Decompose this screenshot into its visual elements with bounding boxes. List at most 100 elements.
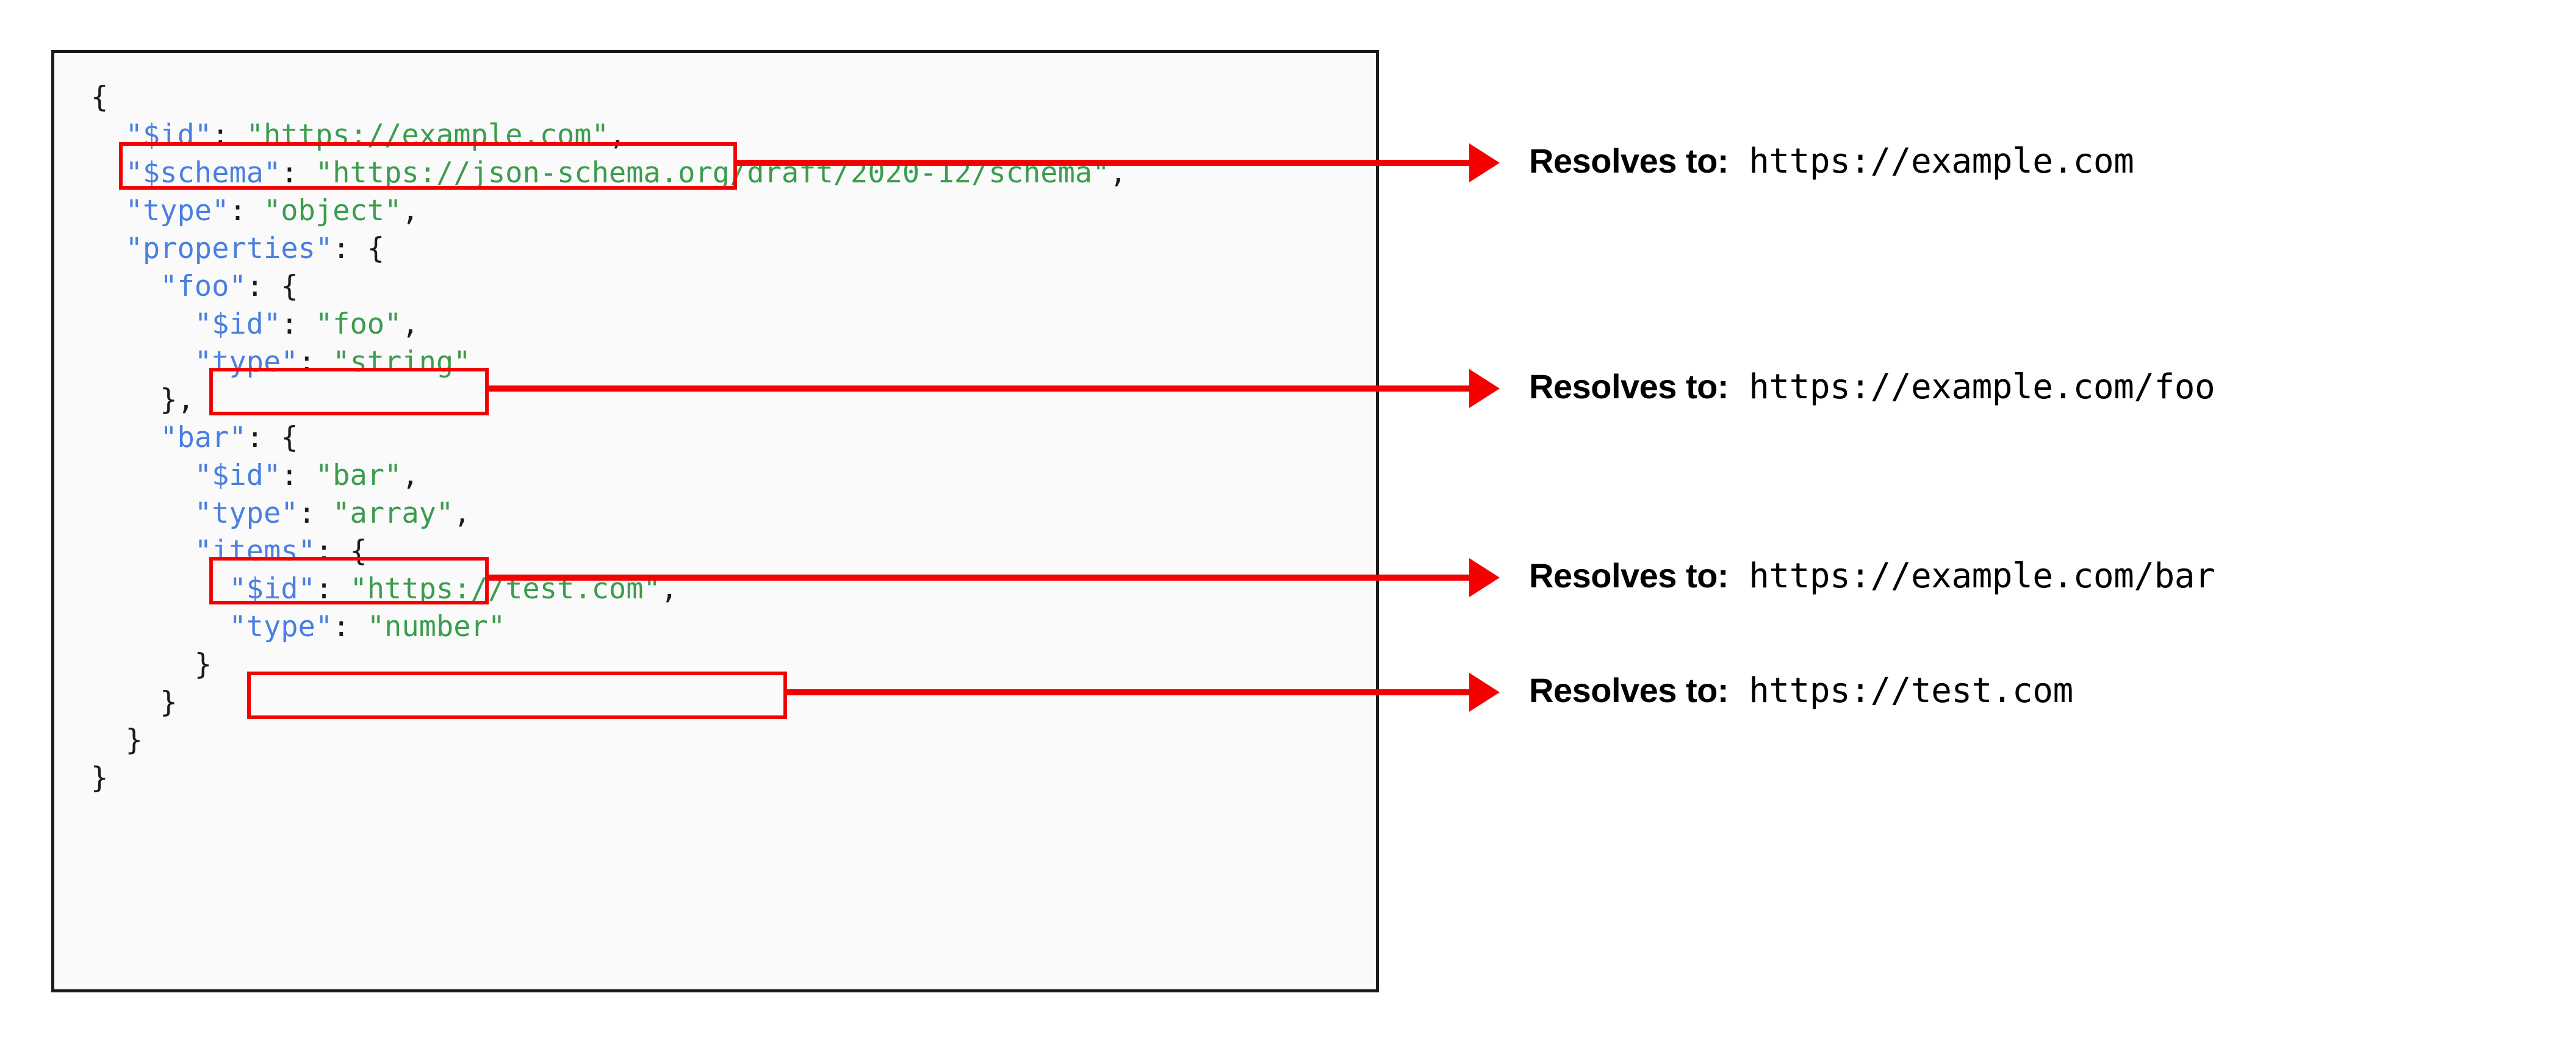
- code-token-string: "object": [263, 194, 402, 228]
- code-token-punct: :: [229, 194, 264, 228]
- code-token-key: "type": [125, 194, 229, 228]
- code-line: "$id": "foo",: [91, 306, 1127, 343]
- resolved-uri-value: https://example.com: [1749, 142, 2134, 181]
- code-indent: [91, 610, 229, 643]
- code-token-key: "$schema": [125, 156, 281, 190]
- resolved-uri-value: https://test.com: [1749, 671, 2073, 711]
- code-token-key: "bar": [160, 421, 246, 454]
- annotation-items: Resolves to: https://test.com: [1529, 673, 2073, 708]
- code-token-key: "foo": [160, 270, 246, 303]
- code-line: }: [91, 684, 1127, 722]
- code-indent: [91, 383, 160, 417]
- code-indent: [91, 232, 126, 265]
- code-indent: [91, 686, 160, 719]
- resolved-uri-value: https://example.com/foo: [1749, 367, 2215, 407]
- code-line: {: [91, 79, 1127, 116]
- arrow-root-head: [1469, 143, 1500, 182]
- code-line: "items": {: [91, 532, 1127, 570]
- code-line: }: [91, 759, 1127, 797]
- code-token-key: "properties": [125, 232, 333, 265]
- resolves-to-spacer: [1729, 556, 1749, 596]
- code-token-punct: : {: [246, 421, 298, 454]
- code-token-punct: }: [160, 686, 178, 719]
- code-indent: [91, 118, 126, 152]
- arrow-bar-shaft: [486, 575, 1470, 581]
- code-token-punct: :: [315, 572, 350, 606]
- resolves-to-spacer: [1729, 142, 1749, 181]
- code-indent: [91, 270, 160, 303]
- resolves-to-label: Resolves to:: [1529, 142, 1729, 180]
- code-token-key: "items": [194, 534, 315, 568]
- arrow-bar-head: [1469, 558, 1500, 597]
- code-token-key: "type": [229, 610, 333, 643]
- code-token-punct: :: [298, 345, 333, 379]
- code-line: "$id": "bar",: [91, 457, 1127, 495]
- code-line: },: [91, 381, 1127, 419]
- code-line: "$id": "https://test.com",: [91, 570, 1127, 608]
- code-indent: [91, 194, 126, 228]
- code-token-punct: },: [160, 383, 195, 417]
- code-token-string: "bar": [315, 459, 402, 492]
- code-line: "type": "number": [91, 608, 1127, 646]
- code-token-punct: }: [125, 723, 143, 757]
- resolves-to-spacer: [1729, 367, 1749, 407]
- arrow-root-shaft: [734, 160, 1470, 166]
- code-token-punct: ,: [401, 459, 419, 492]
- code-token-punct: :: [298, 496, 333, 530]
- code-token-key: "type": [194, 496, 298, 530]
- code-token-key: "$id": [194, 459, 281, 492]
- annotation-bar: Resolves to: https://example.com/bar: [1529, 559, 2215, 593]
- code-token-punct: ,: [453, 496, 471, 530]
- resolves-to-spacer: [1729, 671, 1749, 711]
- arrow-foo-head: [1469, 369, 1500, 408]
- code-line: "type": "array",: [91, 495, 1127, 532]
- code-token-key: "$id": [125, 118, 212, 152]
- code-token-punct: ,: [401, 307, 419, 341]
- code-token-key: "$id": [194, 307, 281, 341]
- code-line: "type": "string": [91, 343, 1127, 381]
- arrow-foo-shaft: [486, 385, 1470, 392]
- code-line: "properties": {: [91, 230, 1127, 268]
- arrow-items-head: [1469, 673, 1500, 712]
- code-indent: [91, 723, 126, 757]
- resolves-to-label: Resolves to:: [1529, 367, 1729, 406]
- code-line: "bar": {: [91, 419, 1127, 457]
- code-token-punct: :: [333, 610, 367, 643]
- annotation-foo: Resolves to: https://example.com/foo: [1529, 370, 2215, 404]
- annotation-root: Resolves to: https://example.com: [1529, 144, 2134, 179]
- resolves-to-label: Resolves to:: [1529, 556, 1729, 595]
- code-indent: [91, 459, 195, 492]
- code-indent: [91, 307, 195, 341]
- code-indent: [91, 496, 195, 530]
- arrow-items-shaft: [784, 689, 1470, 695]
- code-indent: [91, 534, 195, 568]
- code-line: }: [91, 646, 1127, 684]
- code-token-punct: ,: [608, 118, 627, 152]
- resolved-uri-value: https://example.com/bar: [1749, 556, 2215, 596]
- code-indent: [91, 572, 229, 606]
- code-token-punct: }: [91, 761, 109, 795]
- code-token-string: "array": [333, 496, 454, 530]
- code-indent: [91, 421, 160, 454]
- code-token-punct: :: [281, 156, 315, 190]
- code-token-key: "type": [194, 345, 298, 379]
- code-token-punct: ,: [401, 194, 419, 228]
- code-token-punct: {: [91, 81, 109, 114]
- code-token-string: "string": [333, 345, 471, 379]
- json-schema-code-panel: { "$id": "https://example.com", "$schema…: [51, 50, 1379, 992]
- code-token-punct: : {: [246, 270, 298, 303]
- code-token-punct: : {: [333, 232, 385, 265]
- code-token-punct: :: [281, 459, 315, 492]
- json-code-block: { "$id": "https://example.com", "$schema…: [91, 79, 1127, 797]
- code-token-string: "https://example.com": [246, 118, 609, 152]
- code-line: "foo": {: [91, 268, 1127, 306]
- code-line: "type": "object",: [91, 192, 1127, 230]
- resolves-to-label: Resolves to:: [1529, 671, 1729, 709]
- code-token-punct: :: [212, 118, 246, 152]
- code-indent: [91, 156, 126, 190]
- code-token-punct: : {: [315, 534, 367, 568]
- code-line: }: [91, 722, 1127, 759]
- code-token-key: "$id": [229, 572, 315, 606]
- code-token-string: "foo": [315, 307, 402, 341]
- code-indent: [91, 345, 195, 379]
